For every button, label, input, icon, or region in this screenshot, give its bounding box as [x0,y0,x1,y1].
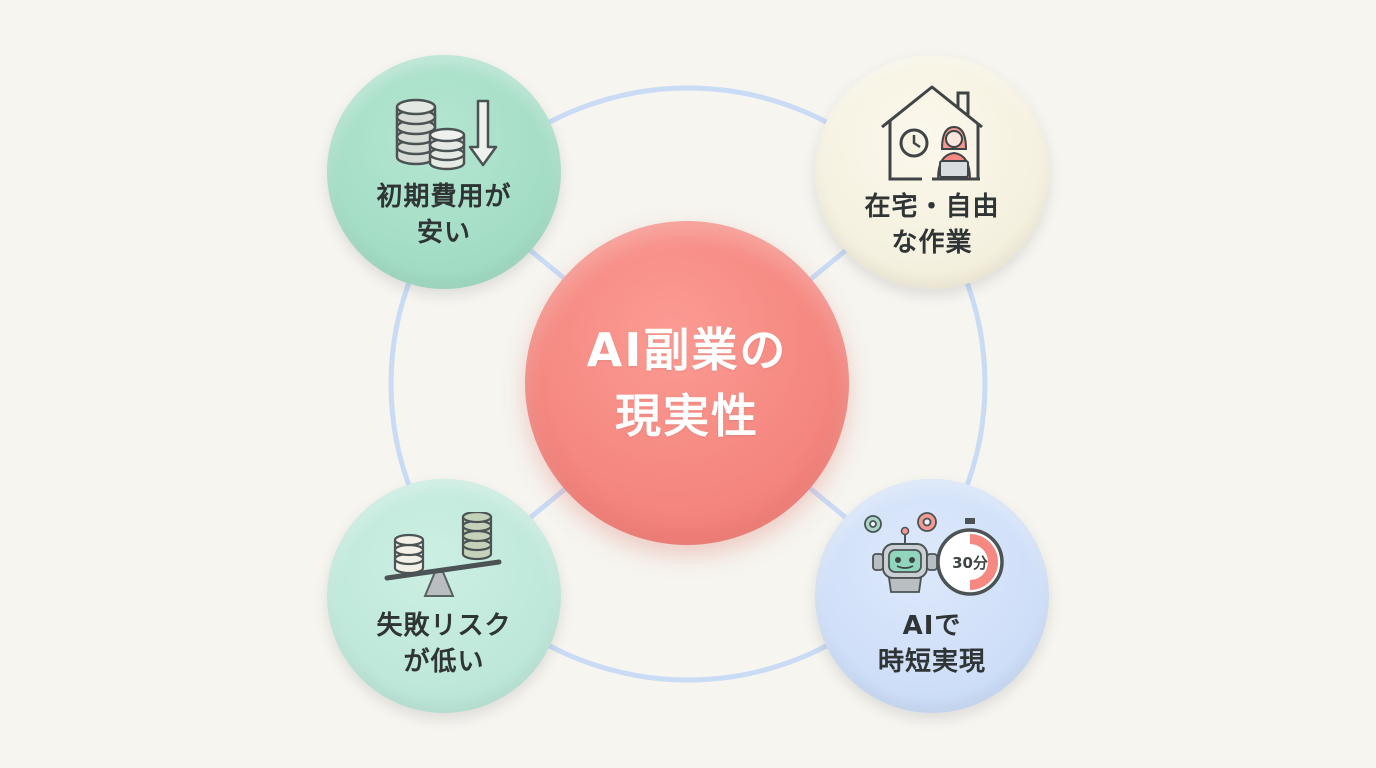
node-label: AIで 時短実現 [877,611,986,677]
coins-down-icon [395,98,498,171]
robot-timer-icon: 30分 [864,512,1004,596]
node-label: 初期費用が 安い [376,182,512,248]
outer-ring [388,85,988,683]
timer-text: 30分 [952,554,988,572]
gear-icon [864,515,882,533]
home-work-icon [881,85,983,181]
node-work-from-home: 在宅・自由 な作業 [815,55,1049,289]
node-label: 失敗リスク が低い [376,611,512,677]
center-label: AI副業の 現実性 [586,323,788,443]
node-low-failure-risk: 失敗リスク が低い [327,479,561,713]
node-low-initial-cost: 初期費用が 安い [327,55,561,289]
balance-scale-icon [384,512,502,597]
center-node: AI副業の 現実性 [525,221,849,545]
gear-icon [917,512,937,532]
node-label: 在宅・自由 な作業 [864,192,1000,258]
node-ai-time-saving: 30分 AIで 時短実現 [815,479,1049,713]
